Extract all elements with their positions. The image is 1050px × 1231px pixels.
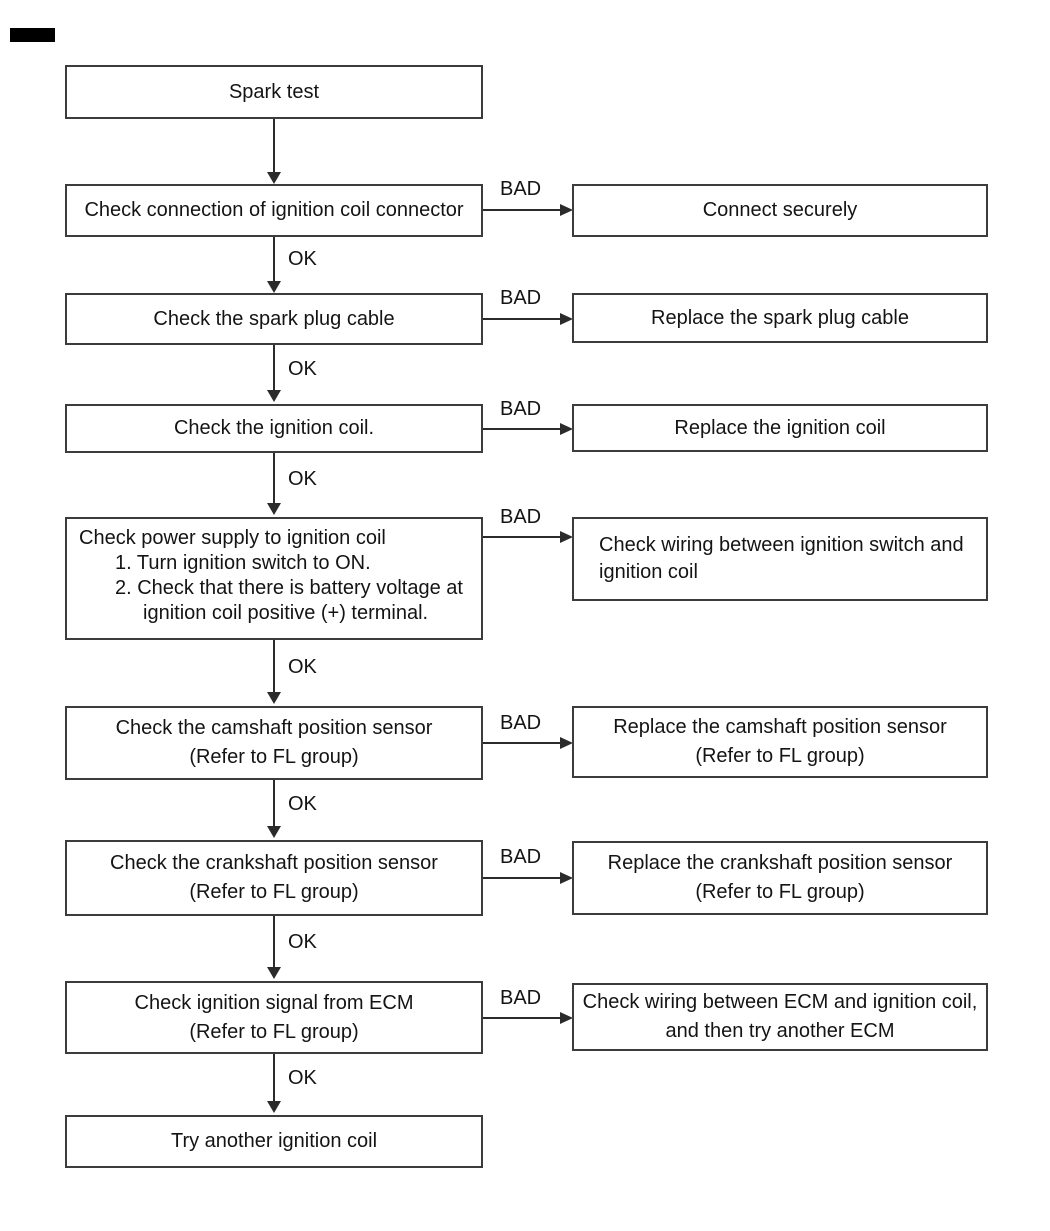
down-arrow-line-4: [273, 453, 275, 505]
bad-arrow-head-1: [560, 204, 573, 216]
step-3-check-label: Check the ignition coil.: [173, 417, 375, 439]
bad-label-7: BAD: [500, 987, 542, 1009]
bad-arrow-head-2: [560, 313, 573, 325]
bad-arrow-line-3: [483, 428, 561, 430]
step-7-check-node: Check ignition signal from ECM (Refer to…: [65, 981, 483, 1054]
ok-label-2: OK: [288, 358, 317, 380]
ok-label-1: OK: [288, 248, 317, 270]
step-1-check-node: Check connection of ignition coil connec…: [65, 184, 483, 237]
step-7-check-line-2: (Refer to FL group): [189, 1020, 359, 1043]
step-4-check-line-2: 1. Turn ignition switch to ON.: [115, 552, 371, 574]
bad-arrow-head-5: [560, 737, 573, 749]
step-6-check-node: Check the crankshaft position sensor (Re…: [65, 840, 483, 916]
step-7-bad-node: Check wiring between ECM and ignition co…: [572, 983, 988, 1051]
bad-arrow-head-3: [560, 423, 573, 435]
down-arrow-line-8: [273, 1054, 275, 1103]
end-node-label: Try another ignition coil: [170, 1130, 378, 1152]
down-arrow-head-5: [267, 692, 281, 704]
step-6-bad-node: Replace the crankshaft position sensor (…: [572, 841, 988, 915]
bad-label-3: BAD: [500, 398, 542, 420]
step-5-bad-line-2: (Refer to FL group): [695, 745, 865, 767]
step-2-check-node: Check the spark plug cable: [65, 293, 483, 345]
scan-artifact-mark: [10, 28, 55, 42]
step-5-check-line-1: Check the camshaft position sensor: [115, 717, 433, 739]
down-arrow-head-8: [267, 1101, 281, 1113]
step-4-bad-line-2: ignition coil: [599, 561, 698, 583]
step-2-bad-label: Replace the spark plug cable: [651, 306, 909, 329]
down-arrow-head-1: [267, 172, 281, 184]
step-4-check-line-4: ignition coil positive (+) terminal.: [143, 602, 429, 624]
step-7-bad-line-2: and then try another ECM: [665, 1020, 895, 1042]
step-4-check-line-3: 2. Check that there is battery voltage a…: [115, 577, 463, 599]
ok-label-7: OK: [288, 1067, 317, 1089]
end-node: Try another ignition coil: [65, 1115, 483, 1168]
bad-arrow-head-4: [560, 531, 573, 543]
bad-label-5: BAD: [500, 712, 542, 734]
start-node: Spark test: [65, 65, 483, 119]
bad-arrow-line-1: [483, 209, 561, 211]
bad-arrow-line-6: [483, 877, 561, 879]
start-node-label: Spark test: [228, 80, 320, 103]
step-4-check-line-1: Check power supply to ignition coil: [79, 527, 386, 549]
down-arrow-head-7: [267, 967, 281, 979]
step-2-check-label: Check the spark plug cable: [153, 307, 395, 330]
down-arrow-line-1: [273, 119, 275, 174]
bad-arrow-line-4: [483, 536, 561, 538]
step-6-check-line-2: (Refer to FL group): [189, 881, 359, 903]
bad-label-4: BAD: [500, 506, 542, 528]
down-arrow-head-2: [267, 281, 281, 293]
down-arrow-line-2: [273, 237, 275, 283]
down-arrow-line-3: [273, 345, 275, 392]
down-arrow-line-6: [273, 780, 275, 828]
step-3-bad-node: Replace the ignition coil: [572, 404, 988, 452]
step-2-bad-node: Replace the spark plug cable: [572, 293, 988, 343]
step-1-bad-node: Connect securely: [572, 184, 988, 237]
step-5-bad-line-1: Replace the camshaft position sensor: [613, 716, 947, 738]
step-3-check-node: Check the ignition coil.: [65, 404, 483, 453]
step-5-bad-node: Replace the camshaft position sensor (Re…: [572, 706, 988, 778]
step-7-check-line-1: Check ignition signal from ECM: [134, 991, 414, 1014]
bad-arrow-line-5: [483, 742, 561, 744]
bad-label-1: BAD: [500, 178, 542, 200]
step-1-bad-label: Connect securely: [702, 199, 858, 221]
step-3-bad-label: Replace the ignition coil: [674, 416, 886, 439]
ok-label-5: OK: [288, 793, 317, 815]
ok-label-6: OK: [288, 931, 317, 953]
down-arrow-head-6: [267, 826, 281, 838]
step-5-check-node: Check the camshaft position sensor (Refe…: [65, 706, 483, 780]
step-1-check-label: Check connection of ignition coil connec…: [84, 199, 464, 221]
bad-arrow-line-7: [483, 1017, 561, 1019]
step-4-check-node: Check power supply to ignition coil 1. T…: [65, 517, 483, 640]
step-4-bad-line-1: Check wiring between ignition switch and: [599, 534, 964, 556]
down-arrow-head-4: [267, 503, 281, 515]
step-5-check-line-2: (Refer to FL group): [189, 746, 359, 768]
step-7-bad-line-1: Check wiring between ECM and ignition co…: [582, 991, 978, 1013]
bad-arrow-head-6: [560, 872, 573, 884]
ok-label-4: OK: [288, 656, 317, 678]
step-6-check-line-1: Check the crankshaft position sensor: [110, 852, 438, 874]
down-arrow-line-7: [273, 916, 275, 969]
bad-label-6: BAD: [500, 846, 542, 868]
step-6-bad-line-1: Replace the crankshaft position sensor: [607, 852, 953, 874]
ok-label-3: OK: [288, 468, 317, 490]
bad-arrow-line-2: [483, 318, 561, 320]
step-4-bad-node: Check wiring between ignition switch and…: [572, 517, 988, 601]
down-arrow-head-3: [267, 390, 281, 402]
down-arrow-line-5: [273, 640, 275, 694]
bad-arrow-head-7: [560, 1012, 573, 1024]
bad-label-2: BAD: [500, 287, 542, 309]
step-6-bad-line-2: (Refer to FL group): [695, 881, 865, 903]
